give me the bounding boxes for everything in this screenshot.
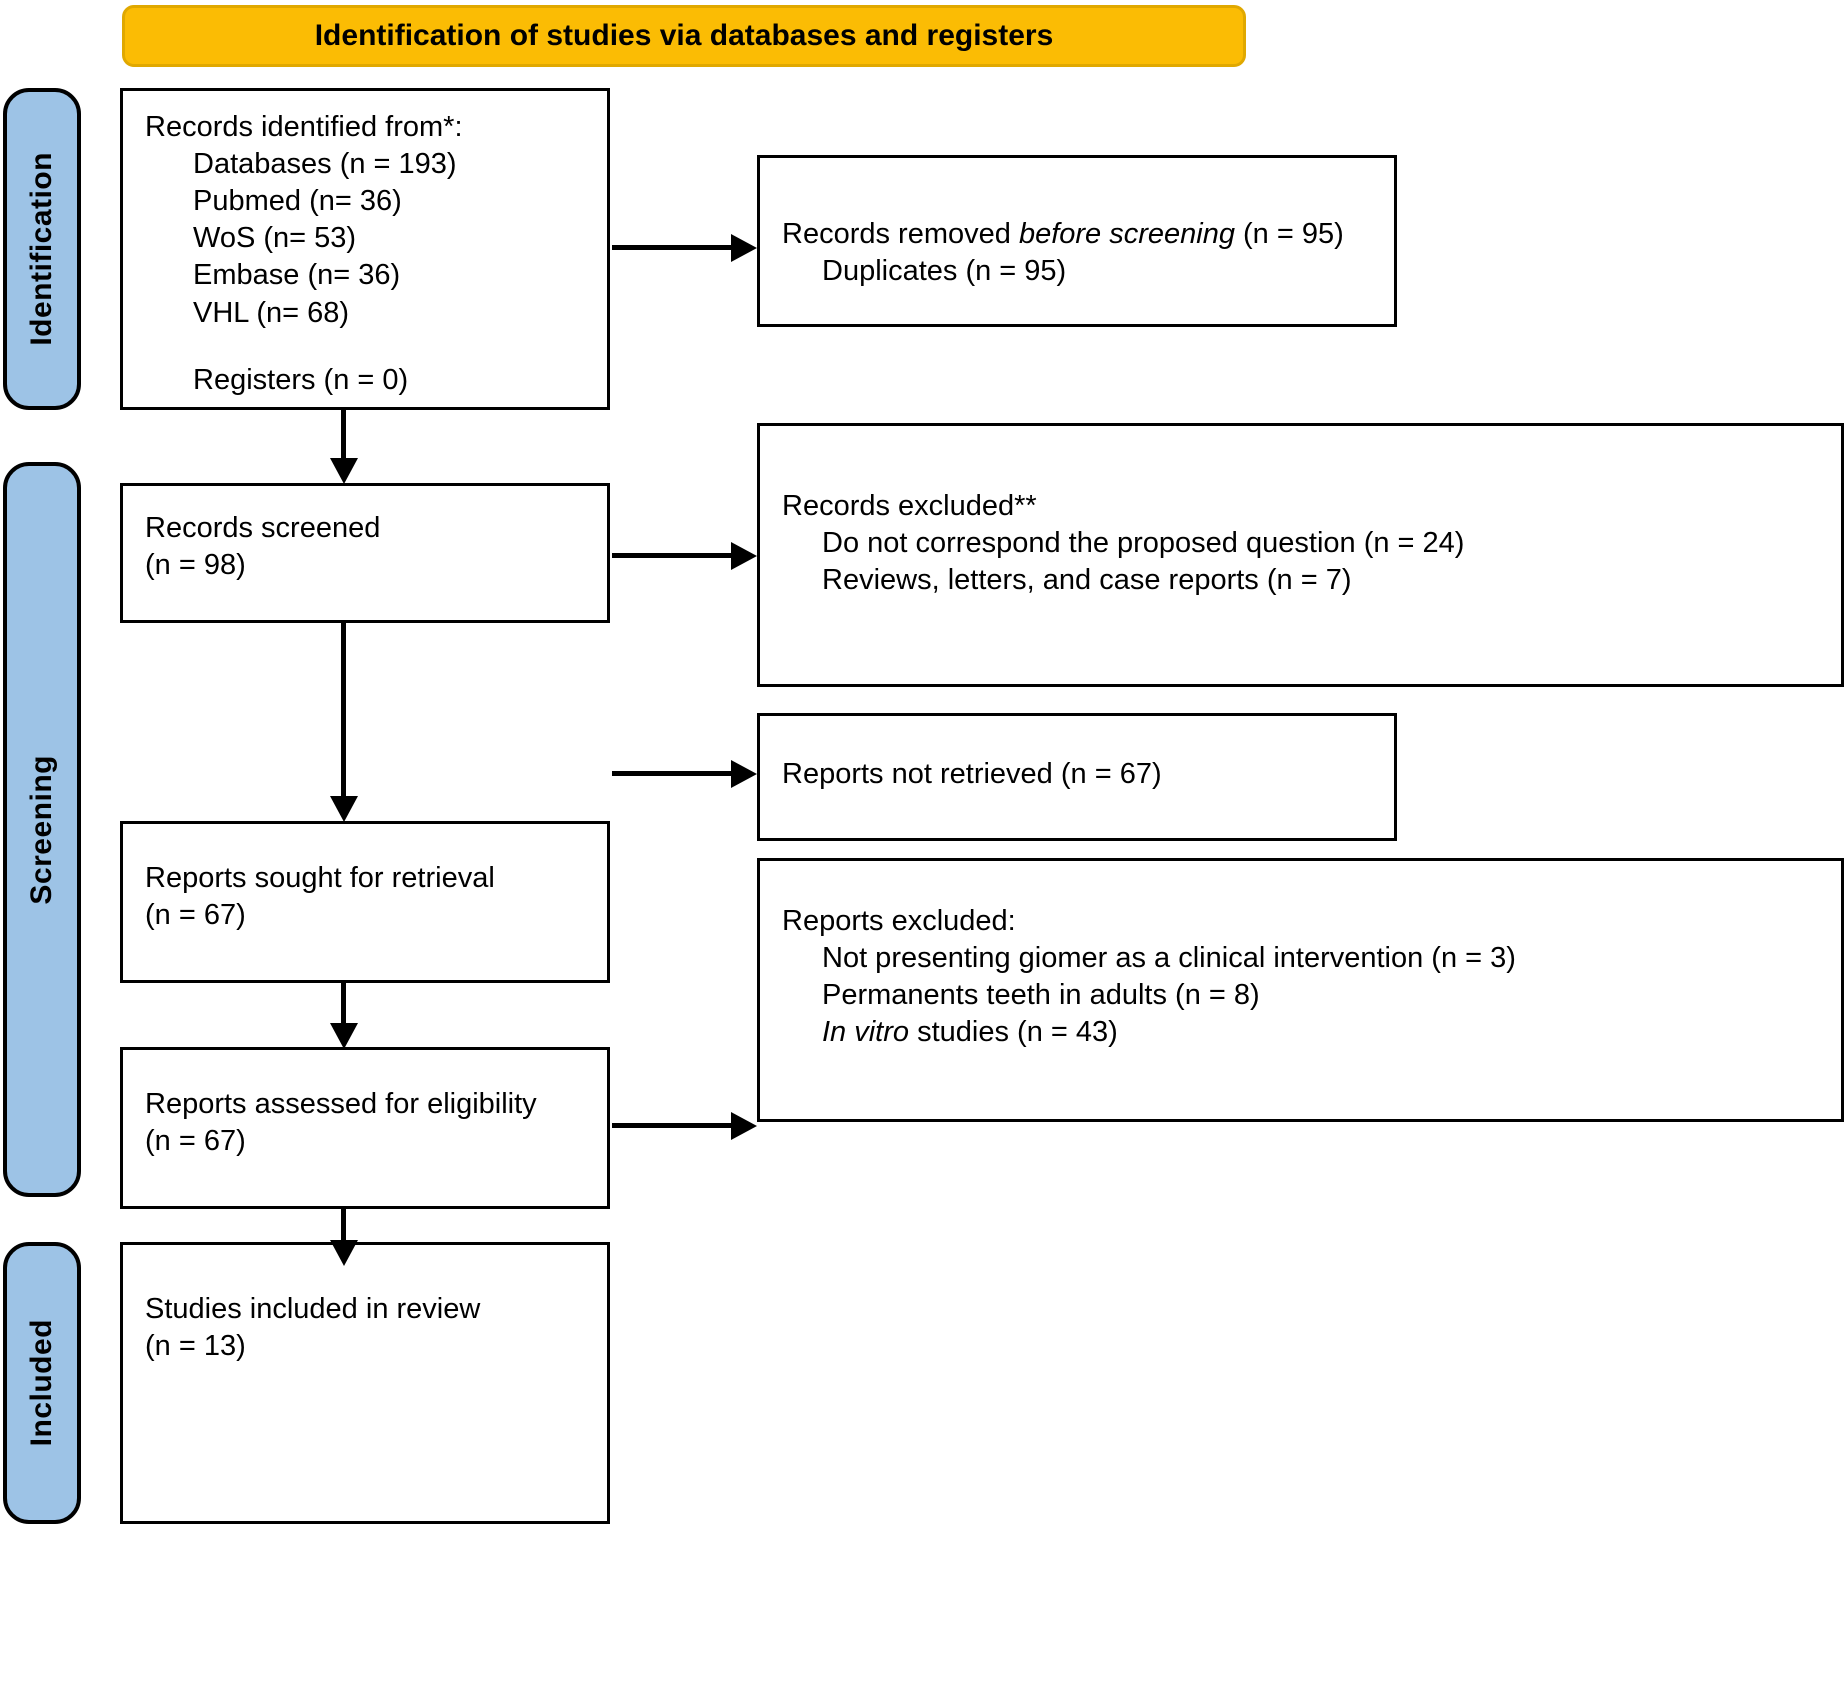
reports-assessed-count: (n = 67) (145, 1125, 246, 1158)
records-screened-count: (n = 98) (145, 549, 246, 582)
records-screened-title: Records screened (145, 512, 381, 544)
arrow-head (731, 234, 757, 262)
arrow-shaft (612, 771, 732, 776)
arrow-head (330, 1240, 358, 1266)
arrow-shaft (612, 245, 732, 250)
arrow-head (731, 760, 757, 788)
diagram-title: Identification of studies via databases … (314, 19, 1054, 52)
arrow-shaft (612, 1123, 732, 1128)
records-identified-line-registers: Registers (n = 0) (193, 363, 409, 396)
arrow-head (330, 1023, 358, 1049)
box-records-excluded: Records excluded** Do not correspond the… (757, 423, 1844, 687)
records-removed-line-duplicates: Duplicates (n = 95) (822, 255, 1067, 288)
box-reports-sought: Reports sought for retrieval (n = 67) (120, 821, 610, 983)
arrow-shaft (341, 623, 346, 798)
reports-sought-count: (n = 67) (145, 899, 246, 932)
reports-excluded-line-giomer: Not presenting giomer as a clinical inte… (822, 942, 1516, 975)
box-reports-not-retrieved: Reports not retrieved (n = 67) (757, 713, 1397, 841)
diagram-title-banner: Identification of studies via databases … (122, 5, 1246, 67)
records-identified-line-databases: Databases (n = 193) (193, 148, 457, 181)
arrow-head (731, 542, 757, 570)
records-identified-line-embase: Embase (n= 36) (193, 259, 401, 292)
records-removed-heading-pre: Records removed (782, 218, 1019, 250)
records-identified-line-wos: WoS (n= 53) (193, 222, 357, 255)
records-removed-heading-post: (n = 95) (1234, 218, 1344, 250)
records-identified-line-pubmed: Pubmed (n= 36) (193, 185, 402, 218)
reports-assessed-title: Reports assessed for eligibility (145, 1088, 537, 1120)
phase-bar-identification: Identification (3, 88, 81, 410)
records-excluded-heading: Records excluded** (782, 490, 1037, 522)
arrow-shaft (341, 410, 346, 460)
arrow-shaft (612, 553, 732, 558)
arrow-head (731, 1112, 757, 1140)
reports-excluded-line-permanent-teeth: Permanents teeth in adults (n = 8) (822, 979, 1260, 1012)
box-records-removed: Records removed before screening (n = 95… (757, 155, 1397, 327)
records-identified-line-vhl: VHL (n= 68) (193, 296, 350, 329)
box-studies-included: Studies included in review (n = 13) (120, 1242, 610, 1524)
arrow-head (330, 796, 358, 822)
reports-excluded-heading: Reports excluded: (782, 905, 1016, 937)
box-records-identified: Records identified from*: Databases (n =… (120, 88, 610, 410)
records-excluded-line-no-match: Do not correspond the proposed question … (822, 527, 1465, 560)
reports-excluded-in-vitro-rest: studies (n = 43) (909, 1016, 1118, 1049)
records-removed-heading: Records removed before screening (n = 95… (782, 218, 1344, 250)
studies-included-count: (n = 13) (145, 1330, 246, 1363)
records-identified-heading: Records identified from*: (145, 111, 463, 143)
arrow-head (330, 458, 358, 484)
reports-excluded-in-vitro-emphasis: In vitro (822, 1016, 910, 1049)
phase-label-identification: Identification (25, 152, 58, 346)
records-excluded-line-reviews: Reviews, letters, and case reports (n = … (822, 564, 1352, 597)
box-reports-assessed: Reports assessed for eligibility (n = 67… (120, 1047, 610, 1209)
phase-bar-screening: Screening (3, 462, 81, 1197)
box-reports-excluded: Reports excluded: Not presenting giomer … (757, 858, 1844, 1122)
records-identified-spacer (145, 332, 591, 362)
arrow-shaft (341, 983, 346, 1025)
reports-sought-title: Reports sought for retrieval (145, 862, 495, 894)
arrow-shaft (341, 1209, 346, 1242)
phase-bar-included: Included (3, 1242, 81, 1524)
phase-label-included: Included (25, 1319, 58, 1447)
reports-not-retrieved-title: Reports not retrieved (n = 67) (782, 758, 1162, 790)
box-records-screened: Records screened (n = 98) (120, 483, 610, 623)
phase-label-screening: Screening (25, 754, 58, 905)
records-removed-heading-emphasis: before screening (1018, 218, 1235, 250)
studies-included-title: Studies included in review (145, 1293, 481, 1325)
reports-excluded-line-in-vitro: In vitro studies (n = 43) (782, 1014, 1825, 1051)
